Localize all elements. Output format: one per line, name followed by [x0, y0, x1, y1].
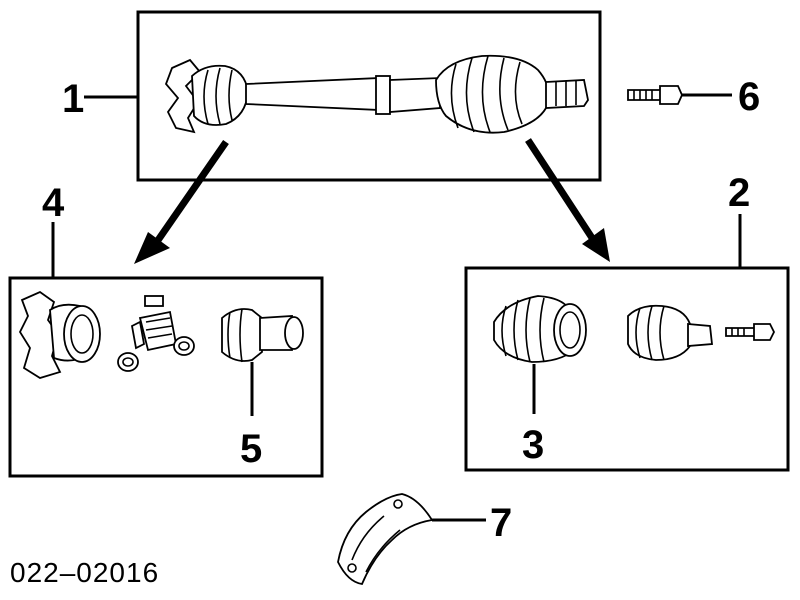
callout-3: 3 — [522, 423, 544, 467]
roller-left — [117, 352, 139, 372]
inner-joint-kit — [8, 276, 324, 478]
callout-2: 2 — [728, 171, 750, 215]
roller-right — [173, 336, 195, 356]
shaft-damper — [375, 75, 391, 115]
arrow-to-box-4 — [134, 140, 229, 264]
callout-5: 5 — [240, 427, 262, 471]
outer-joint-stub — [687, 323, 713, 347]
outer-stub — [545, 79, 589, 109]
diagram-code: 022–02016 — [10, 557, 159, 588]
heat-shield-7 — [337, 493, 434, 585]
callout-7: 7 — [490, 501, 512, 545]
callout-1: 1 — [62, 77, 84, 121]
bolt-6 — [627, 85, 683, 105]
arrow-to-box-2 — [525, 138, 610, 262]
outer-boot — [435, 54, 550, 134]
outer-boot-opening — [553, 303, 587, 357]
axle-shaft-assembly — [136, 10, 602, 182]
callout-6: 6 — [738, 75, 760, 119]
shaft-bar — [245, 77, 381, 111]
tripod-cap — [144, 295, 164, 307]
joint-housing-bore — [63, 305, 101, 363]
outer-joint-box — [464, 266, 790, 472]
outer-joint-kit — [464, 266, 790, 472]
callout-4: 4 — [42, 181, 65, 225]
outer-cv-joint — [627, 304, 691, 361]
outer-kit-bolt — [725, 327, 757, 337]
